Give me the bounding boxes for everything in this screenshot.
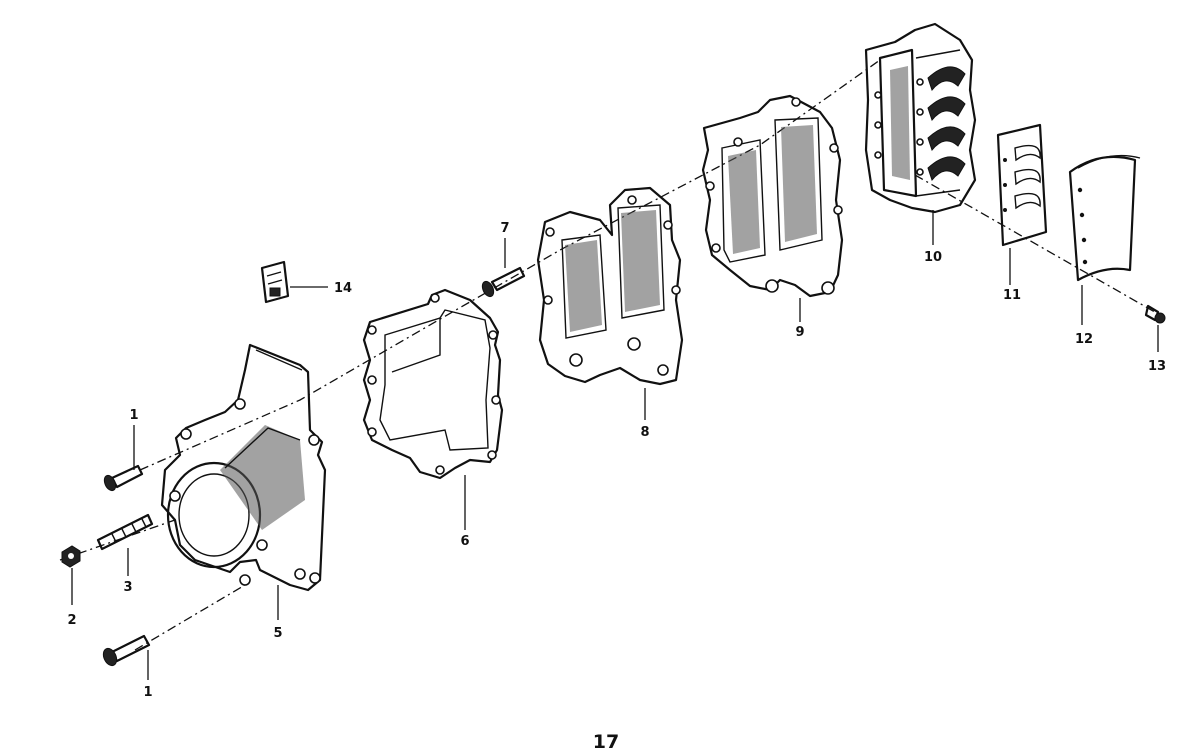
part-6-gasket (362, 288, 504, 480)
part-3-stud (96, 513, 154, 551)
part-8-spacer-plate (536, 186, 684, 386)
bottom-bolt-centerline (134, 584, 246, 651)
callout-1-lower: 1 (143, 685, 152, 700)
part-1-screw-upper (103, 464, 144, 492)
leader-lines (71, 210, 1159, 680)
callout-12: 12 (1075, 332, 1093, 347)
callout-13: 13 (1148, 359, 1166, 374)
part-7-screw (481, 266, 526, 298)
callout-6: 6 (460, 534, 469, 549)
callout-8: 8 (640, 425, 649, 440)
part-10-reed-block (864, 22, 977, 214)
reed-centerline (914, 174, 1161, 316)
callout-2: 2 (67, 613, 76, 628)
part-14-decal (260, 260, 290, 304)
assembly-centerline (139, 59, 881, 471)
callout-9: 9 (795, 325, 804, 340)
callout-14: 14 (334, 281, 352, 296)
part-13-screw (1144, 304, 1166, 324)
callout-11: 11 (1003, 288, 1021, 303)
callout-7: 7 (500, 221, 509, 236)
callout-3: 3 (123, 580, 132, 595)
page-number: 17 (593, 731, 619, 753)
callout-10: 10 (924, 250, 942, 265)
part-12-reed-stop (1068, 154, 1141, 282)
part-1-screw-lower (102, 634, 151, 667)
part-11-reed-petals (996, 123, 1048, 247)
part-2-nut (61, 545, 81, 568)
callout-1-upper: 1 (129, 408, 138, 423)
callout-5: 5 (273, 626, 282, 641)
part-5-adapter-housing (160, 343, 327, 592)
part-9-gasket (701, 94, 844, 298)
